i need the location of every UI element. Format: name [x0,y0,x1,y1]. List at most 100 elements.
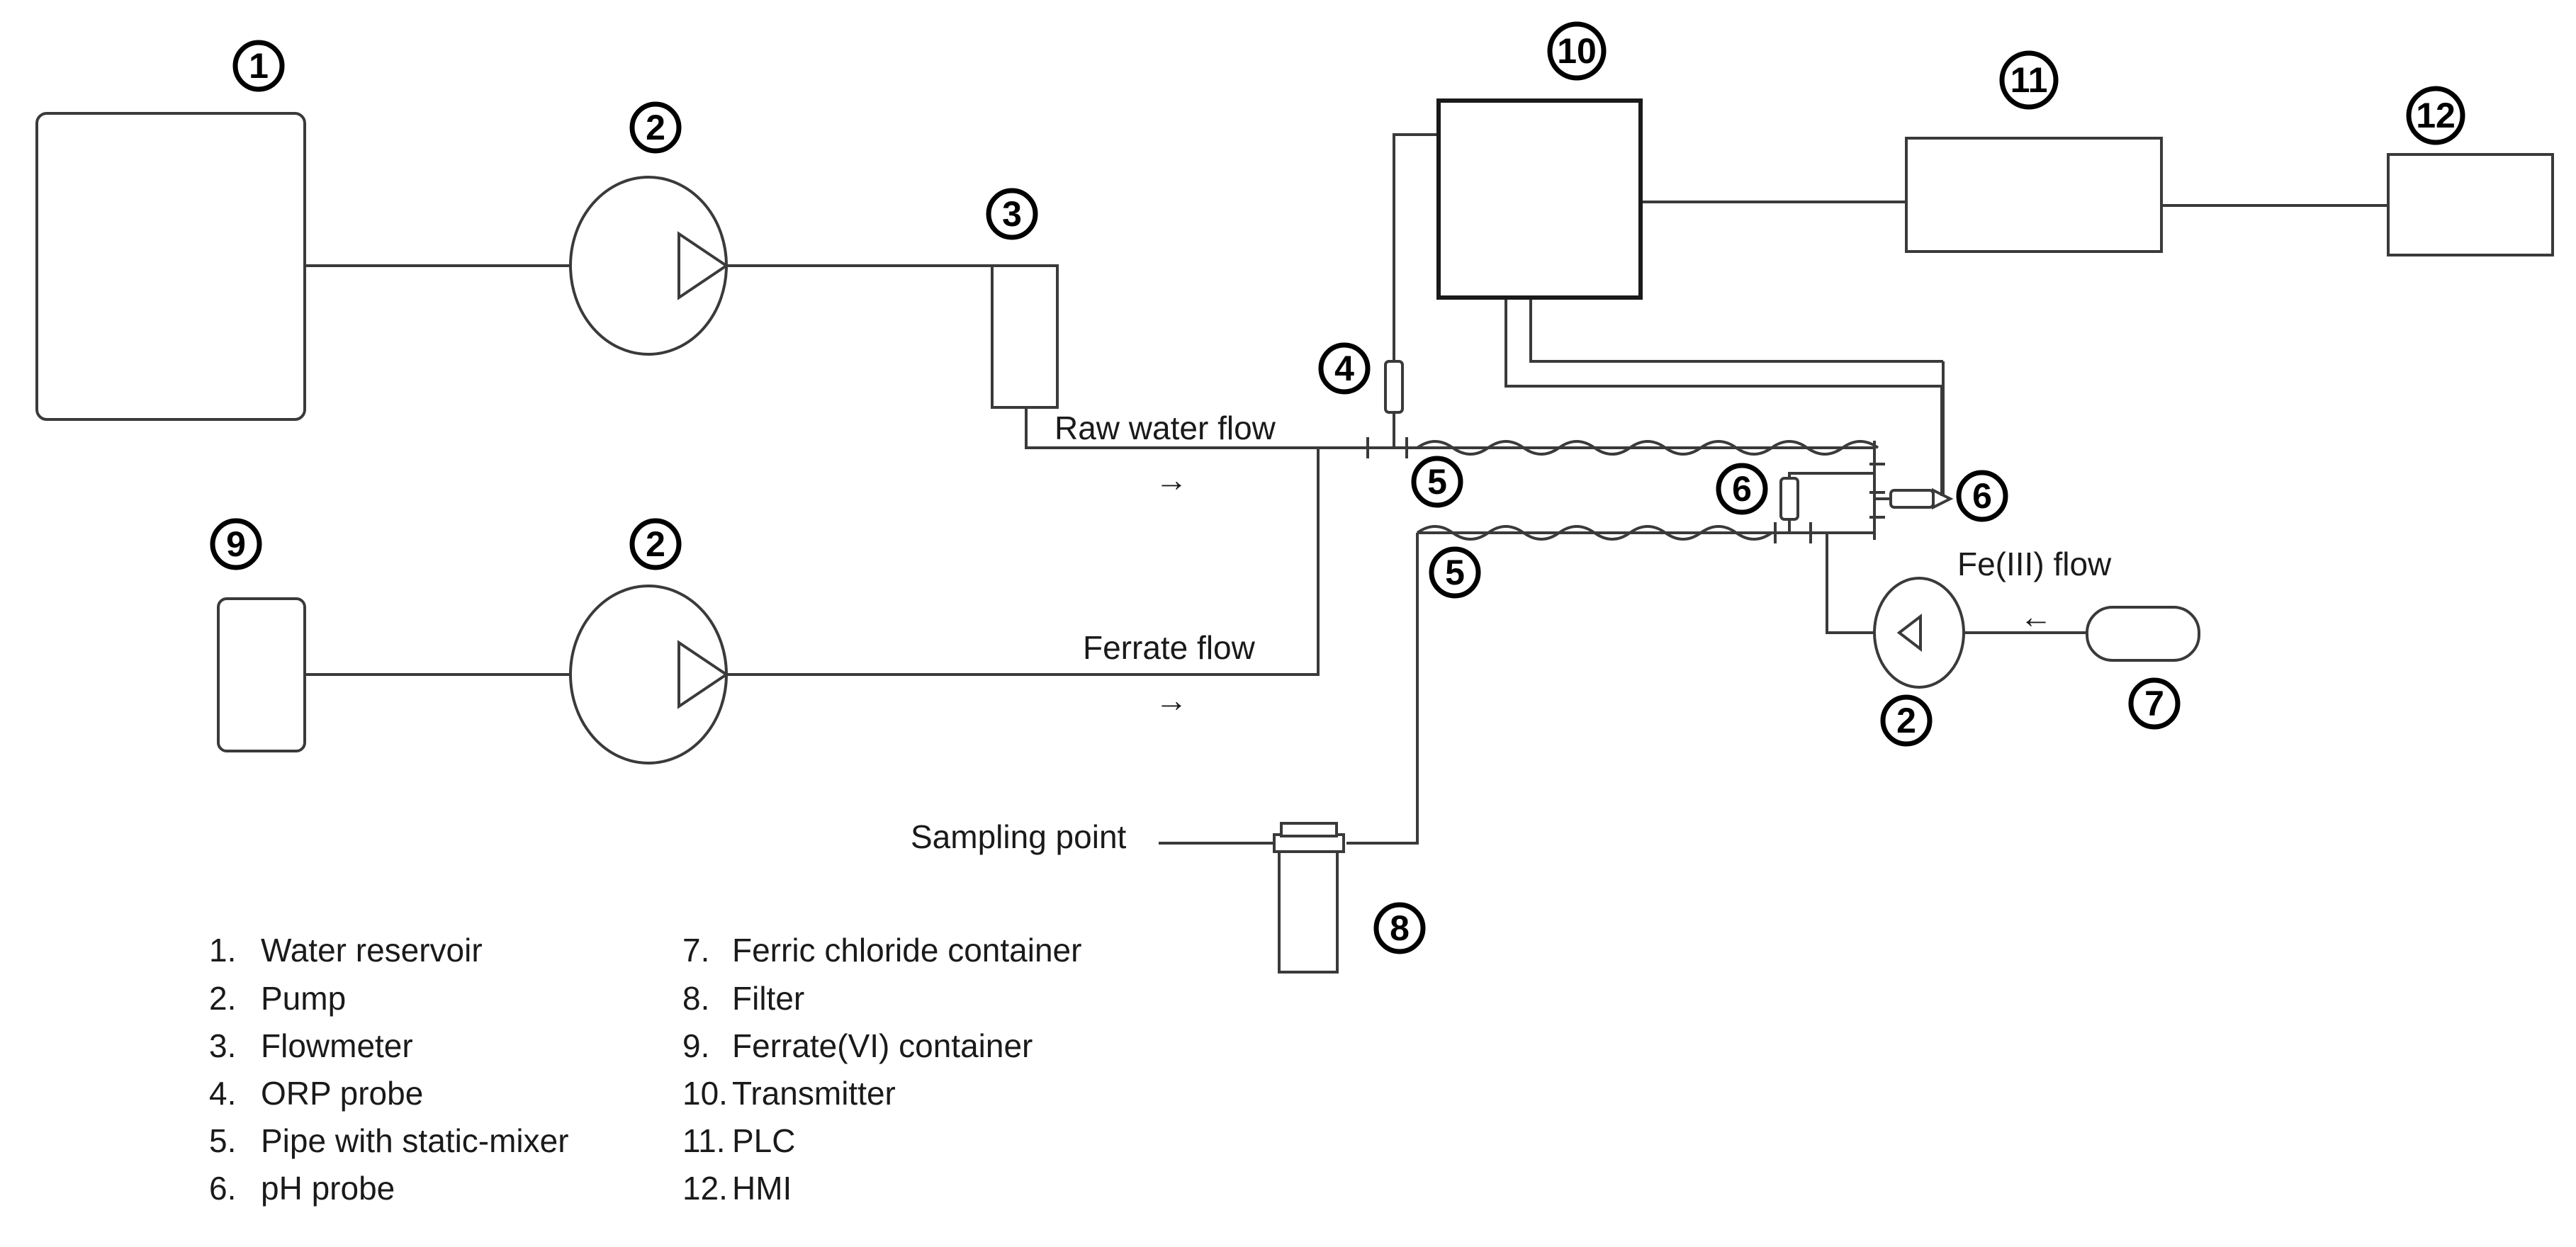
pipes [305,133,2388,845]
svg-text:8: 8 [1390,908,1410,948]
pipe-ferrate [726,448,1320,676]
pump-top [569,176,729,356]
svg-text:3: 3 [1002,194,1022,234]
filter [1273,822,1345,974]
badge-1: 1 [232,40,285,92]
ferrate-flow-arrow: → [1155,682,1188,718]
flowmeter [991,264,1059,409]
pipe-fe3-feed [1826,533,1874,634]
water-reservoir [35,112,306,421]
badge-6-inner: 6 [1716,463,1768,515]
svg-text:Filter: Filter [732,980,804,1017]
wire-ph-transmitter-1 [1504,298,1943,496]
orp-probe [1384,360,1404,448]
svg-text:2: 2 [646,108,665,147]
svg-text:Transmitter: Transmitter [732,1075,896,1112]
svg-text:6: 6 [1972,476,1992,516]
svg-text:Ferric chloride container: Ferric chloride container [732,932,1081,969]
plc [1905,137,2163,253]
badge-9: 9 [210,518,262,570]
legend: 1. Water reservoir 2. Pump 3. Flowmeter … [209,932,1081,1207]
static-mixer-upper [1416,440,1879,456]
badge-6-outer: 6 [1956,470,2008,522]
legend-item: 8. Filter [682,980,804,1017]
svg-text:HMI: HMI [732,1170,792,1207]
svg-text:2: 2 [1896,701,1916,740]
legend-item: 2. Pump [209,980,346,1017]
ph-probe-vertical [1779,477,1799,533]
svg-text:12: 12 [2416,96,2456,135]
legend-item: 12. HMI [682,1170,792,1207]
badge-7: 7 [2128,677,2181,730]
badge-3: 3 [986,188,1038,240]
legend-item: 4. ORP probe [209,1075,423,1112]
svg-text:Pump: Pump [261,980,346,1017]
badge-2-bottom: 2 [629,518,682,570]
fe3-flow-arrow: ← [2020,598,2052,635]
pipe-flowmeter-outlet [1025,407,1318,449]
badge-8: 8 [1373,902,1426,954]
badge-4: 4 [1318,342,1371,395]
svg-text:PLC: PLC [732,1122,795,1159]
svg-text:9: 9 [226,524,246,564]
badge-12: 12 [2406,86,2465,145]
sampling-point-label: Sampling point [911,818,1127,855]
svg-text:12.: 12. [682,1170,728,1207]
pipe-to-filter [1346,533,1419,845]
legend-item: 1. Water reservoir [209,932,483,969]
svg-text:5.: 5. [209,1122,236,1159]
badge-11: 11 [1999,50,2059,110]
svg-text:11: 11 [2010,60,2048,100]
fe3-flow-label: Fe(III) flow [1957,546,2112,582]
svg-text:ORP probe: ORP probe [261,1075,423,1112]
badge-2-right: 2 [1880,694,1933,747]
svg-text:4.: 4. [209,1075,236,1112]
badge-2-top: 2 [629,101,682,154]
ferrate-flow-label: Ferrate flow [1083,629,1256,666]
svg-text:1: 1 [249,46,269,86]
svg-text:6.: 6. [209,1170,236,1207]
legend-item: 3. Flowmeter [209,1027,413,1064]
legend-item: 11. PLC [682,1122,795,1159]
wire-ph-probe-2 [1788,472,1874,507]
legend-item: 6. pH probe [209,1170,395,1207]
legend-item: 9. Ferrate(VI) container [682,1027,1033,1064]
svg-text:1.: 1. [209,932,236,969]
svg-text:7.: 7. [682,932,709,969]
transmitter [1436,98,1643,300]
hmi [2387,153,2554,256]
pump-fe3 [1873,577,1965,689]
ph-probe-horizontal [1874,487,1954,510]
badge-5-upper: 5 [1411,456,1463,508]
raw-water-flow-arrow: → [1155,461,1188,498]
pump-bottom [569,585,729,764]
svg-text:5: 5 [1427,462,1447,502]
ferrate-container [217,597,306,752]
wire-ph-transmitter-2 [1529,298,1943,363]
raw-water-flow-label: Raw water flow [1054,410,1276,446]
svg-text:2.: 2. [209,980,236,1017]
ferric-chloride-container [2086,606,2200,662]
svg-text:Ferrate(VI) container: Ferrate(VI) container [732,1027,1033,1064]
svg-text:3.: 3. [209,1027,236,1064]
svg-text:5: 5 [1445,553,1465,592]
svg-text:Flowmeter: Flowmeter [261,1027,413,1064]
svg-text:7: 7 [2144,684,2164,723]
wire-orp-transmitter [1393,133,1439,361]
svg-text:pH probe: pH probe [261,1170,395,1207]
svg-text:4: 4 [1334,349,1354,388]
svg-text:Pipe with static-mixer: Pipe with static-mixer [261,1122,569,1159]
svg-text:6: 6 [1732,469,1752,509]
svg-text:8.: 8. [682,980,709,1017]
svg-text:10.: 10. [682,1075,728,1112]
legend-item: 10. Transmitter [682,1075,896,1112]
legend-item: 5. Pipe with static-mixer [209,1122,569,1159]
svg-text:10: 10 [1557,31,1597,71]
svg-text:9.: 9. [682,1027,709,1064]
svg-text:Water reservoir: Water reservoir [261,932,483,969]
svg-text:2: 2 [646,524,665,564]
svg-text:11.: 11. [682,1122,726,1159]
badge-5-lower: 5 [1429,546,1481,599]
static-mixer-lower [1416,525,1773,541]
